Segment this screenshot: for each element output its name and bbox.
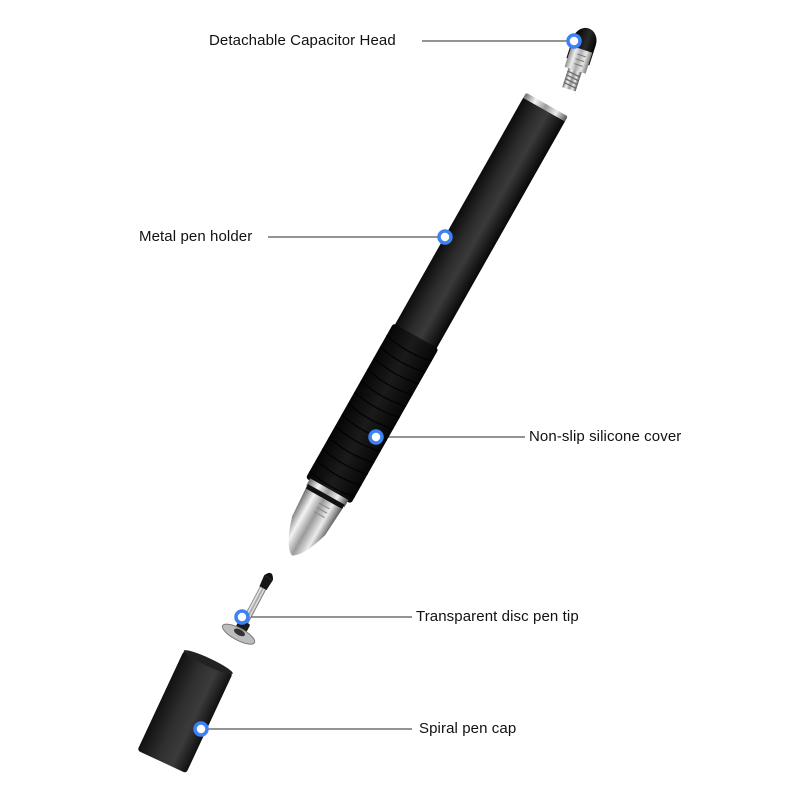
marker-disc-tip	[234, 609, 250, 625]
label-silicone-cover: Non-slip silicone cover	[529, 428, 682, 445]
pen-body-illustration	[288, 93, 568, 556]
silicone-grip	[306, 324, 438, 503]
label-pen-holder: Metal pen holder	[139, 228, 253, 245]
label-capacitor-head: Detachable Capacitor Head	[209, 32, 396, 49]
label-disc-tip: Transparent disc pen tip	[416, 608, 579, 625]
disc-tip-illustration	[221, 572, 273, 645]
marker-silicone-cover	[368, 429, 384, 445]
label-pen-cap: Spiral pen cap	[419, 720, 517, 737]
markers	[193, 33, 582, 737]
pen-cap-illustration	[138, 650, 233, 773]
leader-lines	[206, 40, 570, 730]
marker-pen-cap	[193, 721, 209, 737]
marker-pen-holder	[437, 229, 453, 245]
grip-ridges	[309, 334, 432, 498]
metal-tip	[288, 488, 343, 556]
marker-capacitor-head	[566, 33, 582, 49]
